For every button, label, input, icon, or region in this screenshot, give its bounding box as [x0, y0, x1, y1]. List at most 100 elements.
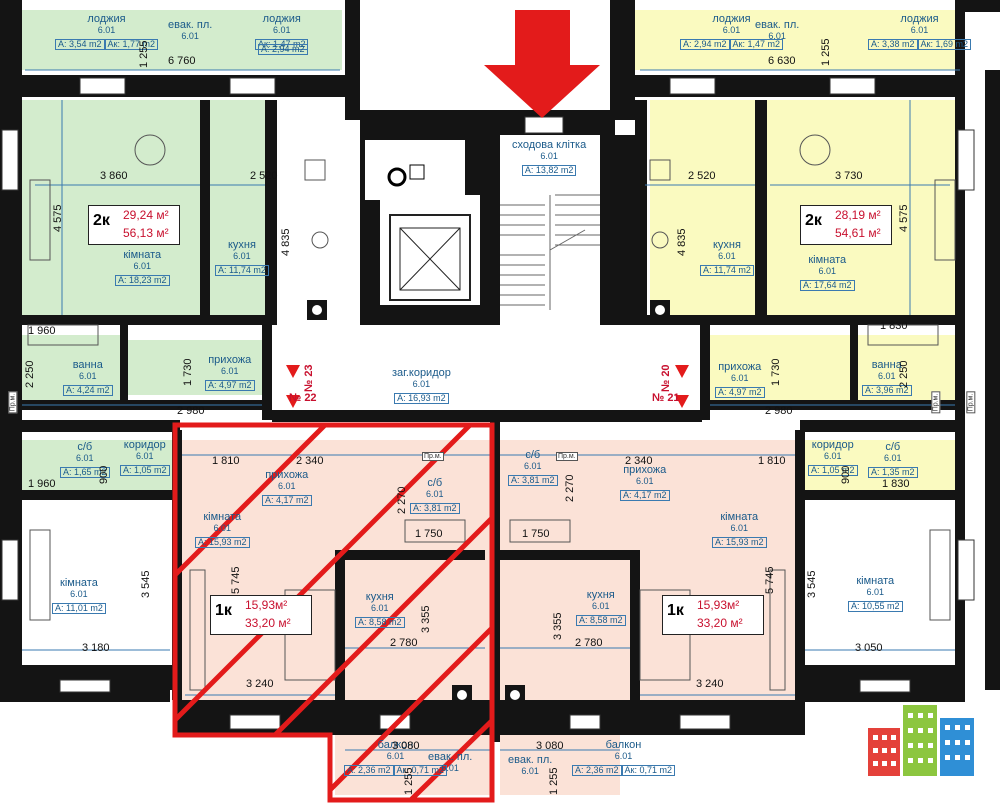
dim-2520-left: 2 520 — [250, 170, 278, 182]
dim-6760: 6 760 — [168, 55, 196, 67]
dim-3240-left: 3 240 — [246, 678, 274, 690]
dim-2250-right: 2 250 — [898, 360, 910, 388]
dim-2780-left: 2 780 — [390, 637, 418, 649]
utility-mark: Пр.м. — [931, 391, 941, 414]
dim-1255-top-right: 1 255 — [820, 38, 832, 66]
dim-5745-left: 5 745 — [230, 566, 242, 594]
dim-1255-bottom-right: 1 255 — [548, 767, 560, 795]
walls — [0, 0, 1000, 742]
apartment-summary-right-2k: 2к 28,19 м² 54,61 м² — [800, 205, 892, 245]
dim-4575-right: 4 575 — [898, 204, 910, 232]
highlighted-apartment — [172, 422, 495, 803]
dim-4835-right: 4 835 — [676, 228, 688, 256]
apartment-summary-right-1k: 1к 15,93м² 33,20 м² — [662, 595, 764, 635]
dim-4835-left: 4 835 — [280, 228, 292, 256]
common-corridor — [272, 325, 700, 410]
room-label-evak-right: евак. пл.6.01 — [755, 19, 800, 41]
dim-1960-bottom: 1 960 — [28, 478, 56, 490]
dim-2520-right: 2 520 — [688, 170, 716, 182]
utility-mark: Пр.м. — [556, 452, 578, 461]
dim-1750-right: 1 750 — [522, 528, 550, 540]
dim-900-left: 900 — [98, 465, 110, 484]
dim-3730: 3 730 — [835, 170, 863, 182]
dim-3860: 3 860 — [100, 170, 128, 182]
stairwell — [500, 135, 600, 325]
dim-1750-left: 1 750 — [415, 528, 443, 540]
dim-1830-bottom: 1 830 — [882, 478, 910, 490]
apartment-number-20: № 20 — [660, 364, 672, 392]
dim-2980-left: 2 980 — [177, 405, 205, 417]
dim-1810-left: 1 810 — [212, 455, 240, 467]
dim-900-right: 900 — [840, 465, 852, 484]
dim-3545-left: 3 545 — [140, 570, 152, 598]
dim-3180: 3 180 — [82, 642, 110, 654]
apartment-number-23: № 23 — [303, 364, 315, 392]
dim-3050: 3 050 — [855, 642, 883, 654]
dim-3545-right: 3 545 — [806, 570, 818, 598]
dim-2980-right: 2 980 — [765, 405, 793, 417]
furniture — [27, 134, 956, 691]
dim-3355-right: 3 355 — [552, 612, 564, 640]
dim-2340-left: 2 340 — [296, 455, 324, 467]
dim-1730-left: 1 730 — [182, 358, 194, 386]
entrance-arrow-icon — [484, 10, 600, 118]
apartment-number-21: № 21 — [652, 392, 680, 404]
dim-2250-left: 2 250 — [24, 360, 36, 388]
utility-mark: Пр.м. — [8, 391, 18, 414]
dim-1730-right: 1 730 — [770, 358, 782, 386]
elevator — [365, 140, 471, 301]
room-label-evak-bottom-right: евак. пл.6.01 — [508, 754, 553, 776]
site-logo — [868, 705, 974, 776]
dim-1810-right: 1 810 — [758, 455, 786, 467]
utility-mark: Пр.м. — [422, 452, 444, 461]
room-label-evak-bottom-left: евак. пл.6.01 — [428, 751, 473, 773]
room-label-evak-left: евак. пл.6.01 — [168, 19, 213, 41]
dim-1960-top: 1 960 — [28, 325, 56, 337]
room-label-loggia-left-2-area: A: 2,94 m2 — [258, 40, 308, 57]
dim-3080-right: 3 080 — [536, 740, 564, 752]
dim-1255-top-left: 1 255 — [138, 40, 150, 68]
dim-6630: 6 630 — [768, 55, 796, 67]
apartment-summary-left-1k: 1к 15,93м² 33,20 м² — [210, 595, 312, 635]
apartment-right-1k-fill — [500, 440, 800, 795]
dim-4575-left: 4 575 — [52, 204, 64, 232]
dim-5745-right: 5 745 — [764, 566, 776, 594]
dim-3080-left: 3 080 — [392, 740, 420, 752]
dim-2780-right: 2 780 — [575, 637, 603, 649]
dim-2270-right: 2 270 — [564, 474, 576, 502]
door-markers — [286, 365, 689, 408]
apartment-summary-left-2k: 2к 29,24 м² 56,13 м² — [88, 205, 180, 245]
dim-3355-left: 3 355 — [420, 605, 432, 633]
dim-1255-bottom-left: 1 255 — [403, 767, 415, 795]
dim-2270-left: 2 270 — [396, 486, 408, 514]
dim-2340-right: 2 340 — [625, 455, 653, 467]
risers — [307, 300, 670, 705]
